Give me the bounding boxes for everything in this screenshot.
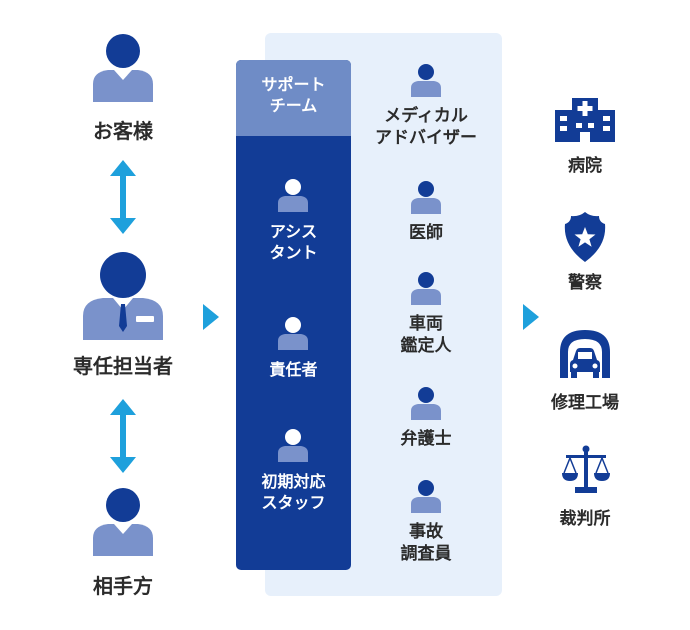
flow-arrow-right [523,304,539,330]
doctor-person-icon [411,181,441,214]
doctor-label: 医師 [409,223,443,243]
customer-label: お客様 [93,119,153,143]
initial-staff-label: 初期対応 スタッフ [261,472,326,512]
scales-icon [562,445,610,493]
accident-investigator-person-icon [411,480,441,513]
flow-arrow-left [203,304,219,330]
medical-advisor-person-icon [411,64,441,97]
agent-opponent-arrow [110,399,136,473]
lawyer-label: 弁護士 [400,429,452,449]
assistant-label: アシス タント [269,222,318,262]
agent-label: 専任担当者 [73,354,173,378]
manager-person-icon [278,317,308,350]
hospital-icon [555,98,615,142]
hospital-label: 病院 [568,156,602,176]
accident-investigator-label: 事故 調査員 [400,522,452,565]
police-badge-icon [564,212,606,262]
customer-agent-arrow [110,160,136,234]
garage-label: 修理工場 [551,393,619,413]
court-label: 裁判所 [559,509,611,529]
customer-person-icon [93,34,153,102]
agent-person-icon [83,252,163,340]
police-label: 警察 [568,273,602,293]
lawyer-person-icon [411,387,441,420]
assistant-person-icon [278,179,308,212]
support-team-header: サポート チーム [236,60,351,136]
medical-advisor-label: メディカル アドバイザー [375,106,477,149]
manager-label: 責任者 [269,360,318,379]
support-team-title: サポート チーム [261,75,326,115]
opponent-label: 相手方 [93,574,153,598]
support-team-box: サポート チーム アシス タント 責任者 初期対応 スタッフ [236,60,351,570]
initial-staff-person-icon [278,429,308,462]
garage-icon [560,330,610,378]
vehicle-appraiser-person-icon [411,272,441,305]
opponent-person-icon [93,488,153,556]
vehicle-appraiser-label: 車両 鑑定人 [400,314,452,357]
